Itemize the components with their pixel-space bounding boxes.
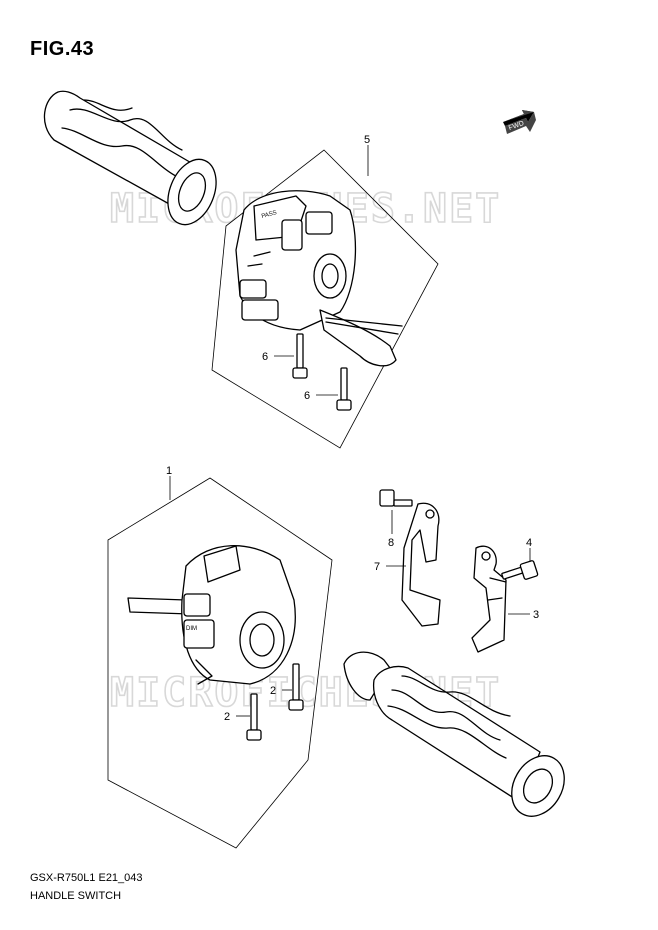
callout-bolt-4: 4 bbox=[526, 537, 532, 549]
callout-left-switch: 1 bbox=[166, 465, 172, 477]
callout-bracket-3: 3 bbox=[533, 609, 539, 621]
left-grip bbox=[343, 651, 565, 817]
screw-2a bbox=[288, 663, 304, 711]
dim-label: DIM bbox=[186, 626, 197, 632]
section-name: HANDLE SWITCH bbox=[30, 890, 122, 902]
callout-screw-6b: 6 bbox=[304, 390, 310, 402]
throttle-grip bbox=[43, 90, 217, 226]
right-handle-switch: PASS bbox=[235, 190, 403, 367]
screw-2b bbox=[246, 693, 262, 741]
right-switch-group-outline bbox=[211, 149, 439, 449]
left-switch-group-outline bbox=[107, 477, 333, 849]
bracket-7 bbox=[401, 502, 441, 627]
model-code: GSX-R750L1 E21_043 bbox=[30, 872, 143, 884]
callout-screw-2b: 2 bbox=[224, 711, 230, 723]
callout-screw-6a: 6 bbox=[262, 351, 268, 363]
figure-title: FIG.43 bbox=[30, 38, 95, 60]
bolt-4 bbox=[501, 560, 539, 580]
bolt-8 bbox=[379, 489, 413, 507]
pass-label: PASS bbox=[261, 210, 278, 220]
screw-6b bbox=[336, 367, 352, 411]
fwd-arrow-icon: FWD bbox=[503, 110, 536, 134]
callout-screw-2a: 2 bbox=[270, 685, 276, 697]
callout-bracket-7: 7 bbox=[374, 561, 380, 573]
callout-bolt-8: 8 bbox=[388, 537, 394, 549]
bracket-3 bbox=[471, 545, 507, 653]
callout-right-switch: 5 bbox=[364, 134, 370, 146]
screw-6a bbox=[292, 333, 308, 379]
left-handle-switch: DIM bbox=[127, 545, 296, 685]
